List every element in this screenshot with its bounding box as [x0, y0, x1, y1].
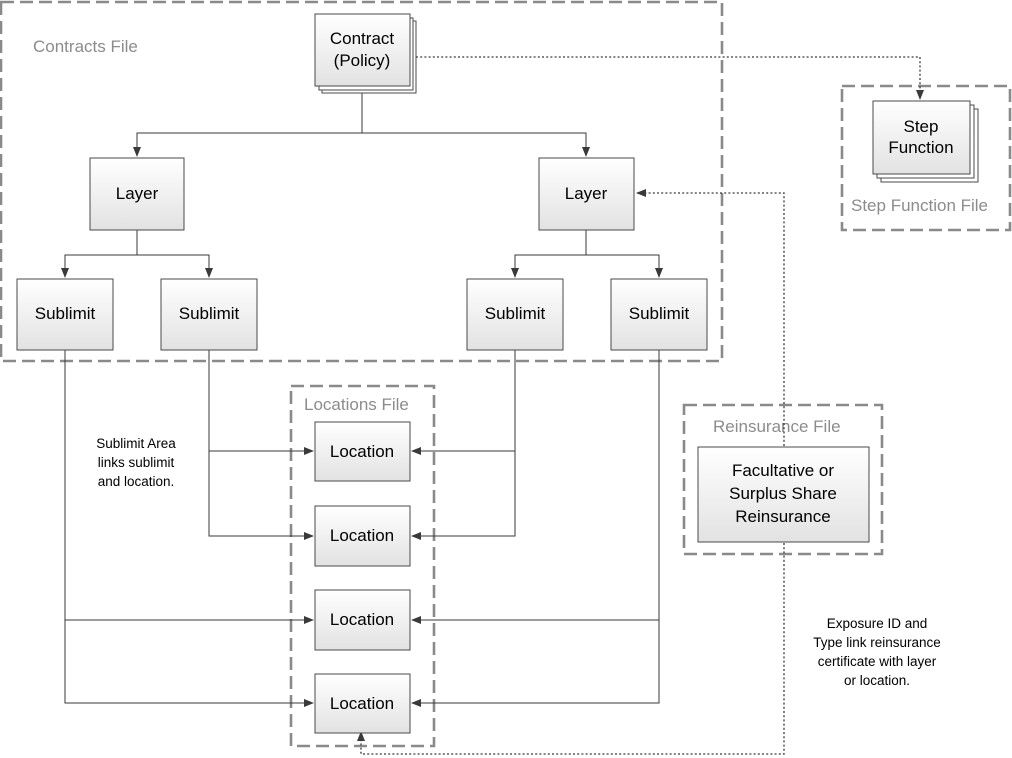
exposure-id-line-3: certificate with layer: [818, 654, 937, 669]
sublimit-4-to-locations-connector: [411, 350, 660, 707]
reinsurance-file-boundary: [682, 403, 884, 556]
contracts-file-boundary: [0, 0, 724, 363]
exposure-id-line-2: Type link reinsurance: [813, 635, 941, 650]
sublimit-area-line-2: links sublimit: [98, 455, 175, 470]
layer-node-right: Layer: [538, 157, 635, 231]
location-node-4: Location: [314, 673, 411, 734]
sublimit-1-to-locations-connector: [64, 350, 314, 707]
reinsurance-to-location-link: [357, 543, 785, 755]
contract-to-step-function-link: [416, 56, 924, 100]
sublimit-2-to-locations-connector: [208, 350, 314, 540]
sublimit-node-1: Sublimit: [16, 278, 114, 351]
sublimit-label: Sublimit: [629, 304, 690, 323]
sublimit-3-to-locations-connector: [411, 350, 516, 540]
reinsurance-to-layer-link: [636, 189, 785, 446]
location-label: Location: [330, 442, 394, 461]
location-label: Location: [330, 526, 394, 545]
step-function-node: Step Function: [872, 100, 979, 183]
sublimit-node-4: Sublimit: [610, 278, 708, 351]
sublimit-area-annotation: Sublimit Area links sublimit and locatio…: [96, 436, 176, 489]
right-layer-to-sublimits-connector: [511, 230, 663, 278]
exposure-id-line-4: or location.: [844, 673, 910, 688]
reinsurance-label-line-2: Surplus Share: [729, 484, 837, 503]
location-node-1: Location: [314, 421, 411, 482]
contract-node: Contract (Policy): [314, 13, 417, 94]
exposure-id-line-1: Exposure ID and: [827, 616, 928, 631]
contracts-file-label: Contracts File: [33, 37, 138, 56]
left-layer-to-sublimits-connector: [61, 230, 213, 278]
locations-file-label: Locations File: [304, 395, 409, 414]
step-function-label-line-2: Function: [888, 138, 953, 157]
sublimit-label: Sublimit: [35, 304, 96, 323]
reinsurance-label-line-3: Reinsurance: [735, 507, 830, 526]
layer-label: Layer: [565, 184, 608, 203]
sublimit-node-2: Sublimit: [160, 278, 258, 351]
location-label: Location: [330, 694, 394, 713]
layer-node-left: Layer: [89, 157, 185, 231]
locations-file-boundary: [289, 384, 436, 748]
exposure-id-annotation: Exposure ID and Type link reinsurance ce…: [813, 616, 941, 688]
location-label: Location: [330, 610, 394, 629]
sublimit-area-line-3: and location.: [98, 474, 175, 489]
step-function-file-label: Step Function File: [851, 196, 988, 215]
location-node-2: Location: [314, 505, 411, 567]
reinsurance-label-line-1: Facultative or: [732, 461, 834, 480]
sublimit-area-line-1: Sublimit Area: [96, 436, 176, 451]
step-function-label-line-1: Step: [904, 117, 939, 136]
contract-label-line-2: (Policy): [334, 51, 391, 70]
location-node-3: Location: [314, 589, 411, 651]
contract-label-line-1: Contract: [330, 29, 395, 48]
layer-label: Layer: [116, 184, 159, 203]
reinsurance-file-label: Reinsurance File: [713, 417, 841, 436]
step-function-file-boundary: [840, 84, 1012, 232]
contract-to-layers-connector: [133, 92, 590, 157]
sublimit-label: Sublimit: [485, 304, 546, 323]
reinsurance-node: Facultative or Surplus Share Reinsurance: [697, 446, 870, 543]
sublimit-label: Sublimit: [179, 304, 240, 323]
sublimit-node-3: Sublimit: [466, 278, 564, 351]
